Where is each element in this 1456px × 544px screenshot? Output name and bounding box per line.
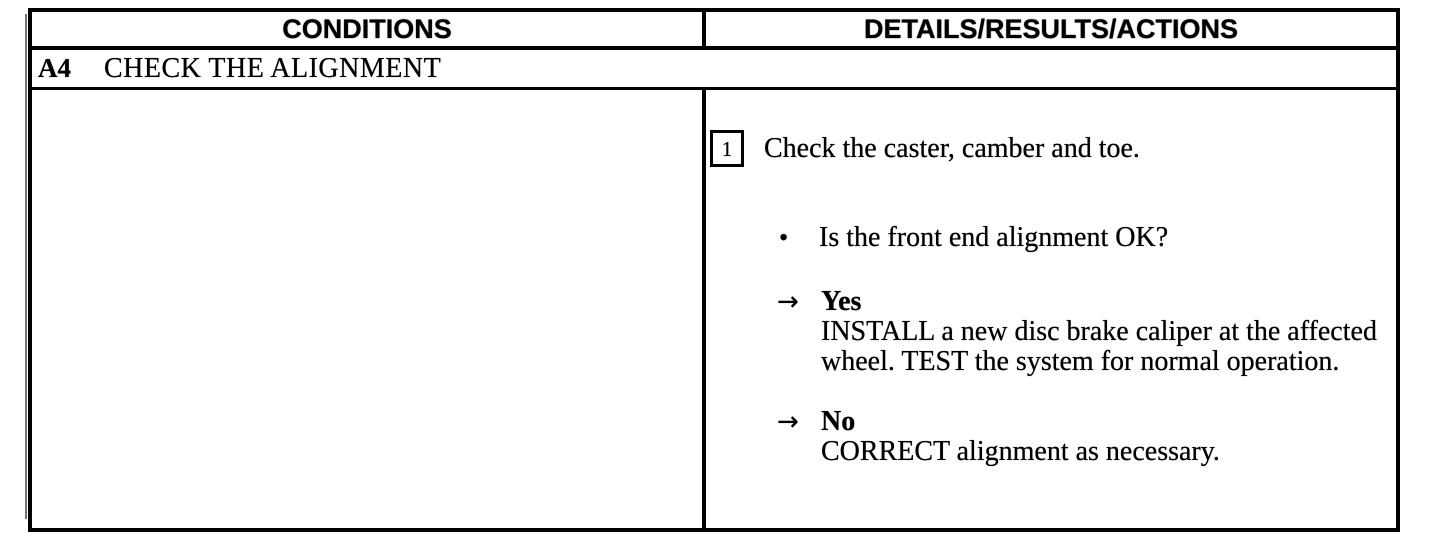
table-body-row: 1 Check the caster, camber and toe. • Is… <box>32 90 1396 528</box>
yes-action-text: INSTALL a new disc brake caliper at the … <box>821 316 1377 377</box>
scan-artifact-line <box>25 14 27 519</box>
no-result-block: → No CORRECT alignment as necessary. <box>706 407 1396 467</box>
test-step-title: CHECK THE ALIGNMENT <box>104 52 442 84</box>
step-number-box: 1 <box>710 130 744 167</box>
table-header-row: CONDITIONS DETAILS/RESULTS/ACTIONS <box>32 12 1396 50</box>
step-instruction-text: Check the caster, camber and toe. <box>764 132 1140 164</box>
test-step-banner-row: A4 CHECK THE ALIGNMENT <box>32 50 1396 90</box>
question-text: Is the front end alignment OK? <box>819 222 1169 253</box>
conditions-column-header: CONDITIONS <box>32 12 706 46</box>
no-result-content: No CORRECT alignment as necessary. <box>821 407 1377 467</box>
yes-result-content: Yes INSTALL a new disc brake caliper at … <box>821 287 1377 377</box>
step-instruction-line: 1 Check the caster, camber and toe. <box>710 130 1396 167</box>
details-results-actions-column-header: DETAILS/RESULTS/ACTIONS <box>863 13 1238 44</box>
yes-result-block: → Yes INSTALL a new disc brake caliper a… <box>706 287 1396 377</box>
yes-label: Yes <box>821 286 862 317</box>
no-label: No <box>821 406 856 437</box>
conditions-cell-empty <box>32 90 706 528</box>
bullet-icon: • <box>779 223 789 252</box>
no-action-text: CORRECT alignment as necessary. <box>821 436 1220 467</box>
details-cell: 1 Check the caster, camber and toe. • Is… <box>706 90 1396 528</box>
question-line: • Is the front end alignment OK? <box>779 223 1396 253</box>
arrow-right-icon: → <box>777 407 799 437</box>
pinpoint-test-table: CONDITIONS DETAILS/RESULTS/ACTIONS A4 CH… <box>28 8 1400 532</box>
arrow-right-icon: → <box>777 287 799 317</box>
test-step-id: A4 <box>38 53 71 83</box>
